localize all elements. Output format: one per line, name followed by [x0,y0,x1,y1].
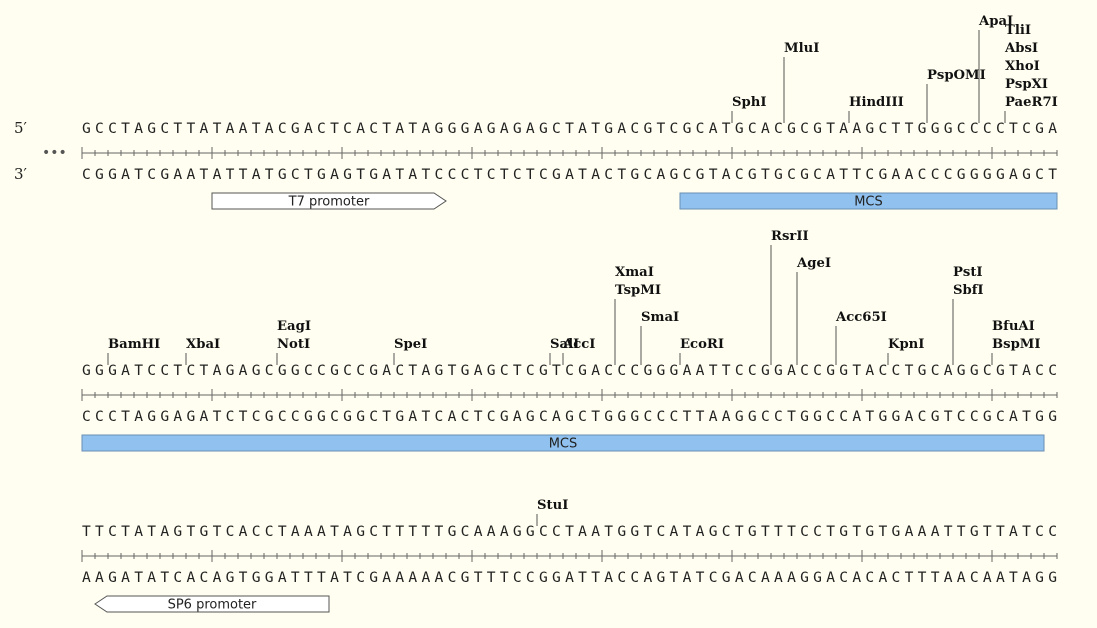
enzyme-label-noti: NotI [277,337,310,352]
enzyme-label-mlui: MluI [784,41,819,56]
enzyme-label-sphi: SphI [732,95,767,110]
enzyme-label-pspomi: PspOMI [927,68,986,83]
enzyme-label-bspmi: BspMI [992,337,1041,352]
bottom-strand-sequence: CGGATCGAATATTATGCTGAGTGATATCCCTCTCTCGATA… [82,166,1057,183]
promoter-arrow-left [94,595,330,613]
enzyme-label-bamhi: BamHI [108,337,160,352]
enzyme-label-smai: SmaI [641,310,679,325]
mcs-feature-bar [81,434,1045,452]
promoter-arrow-right [211,192,447,210]
enzyme-label-tlii: TliI [1005,23,1031,38]
three-prime-label: 3′ [14,165,28,183]
enzyme-label-acc65i: Acc65I [835,310,887,325]
enzyme-label-eagi: EagI [277,319,311,334]
enzyme-label-paer7i: PaeR7I [1005,95,1058,110]
enzyme-label-ecori: EcoRI [680,337,724,352]
top-strand-sequence: TTCTATAGTGTCACCTAAATAGCTTTTTGCAAAGGCCTAA… [82,523,1057,540]
enzyme-label-xhoi: XhoI [1005,59,1040,74]
top-strand-sequence: GCCTAGCTTATAATACGACTCACTATAGGGAGAGAGCTAT… [82,120,1057,137]
feature-label-t7-promoter: T7 promoter [288,195,370,210]
enzyme-label-xmai: XmaI [615,265,654,280]
bottom-strand-sequence: AAGATATCACAGTGGATTTATCGAAAAACGTTTCCGGATT… [82,569,1057,586]
feature-label-mcs: MCS [549,437,578,452]
enzyme-label-acci: AccI [562,337,595,352]
enzyme-label-agei: AgeI [796,256,831,271]
enzyme-label-absi: AbsI [1004,41,1038,56]
five-prime-label: 5′ [14,119,28,137]
enzyme-label-psti: PstI [953,265,983,280]
mcs-feature-bar [679,192,1058,210]
enzyme-label-tspmi: TspMI [615,283,661,298]
feature-label-sp6-promoter: SP6 promoter [168,598,257,613]
bottom-strand-sequence: CCCTAGGAGATCTCGCCGGCGGCTGATCACTCGAGCAGCT… [82,408,1057,425]
enzyme-label-bfuai: BfuAI [992,319,1035,334]
enzyme-label-stui: StuI [537,498,568,513]
enzyme-label-pspxi: PspXI [1005,77,1048,92]
enzyme-label-hindiii: HindIII [849,95,904,110]
enzyme-label-kpni: KpnI [888,337,924,352]
enzyme-label-spei: SpeI [394,337,427,352]
top-strand-sequence: GGGATCCTCTAGAGCGGCCGCCGACTAGTGAGCTCGTCGA… [82,362,1057,379]
continuation-dots: ••• [42,145,67,161]
enzyme-label-xbai: XbaI [186,337,220,352]
feature-label-mcs: MCS [854,195,883,210]
enzyme-label-apai: ApaI [978,14,1013,29]
enzyme-label-rsrii: RsrII [771,229,809,244]
enzyme-label-sali: SalI [550,337,579,352]
enzyme-label-sbfi: SbfI [953,283,984,298]
